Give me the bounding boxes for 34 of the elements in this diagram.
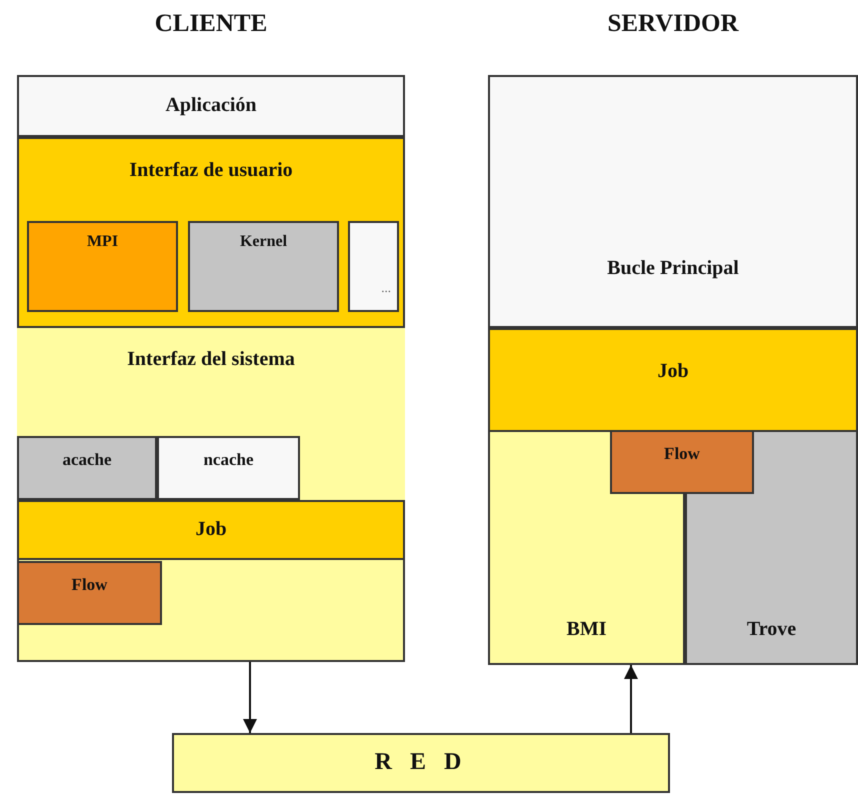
layer-box [610, 430, 754, 494]
layer-box [17, 75, 405, 137]
layer-label: Bucle Principal [607, 257, 739, 280]
layer-box [188, 221, 339, 312]
layer-box [488, 328, 858, 432]
arrow [624, 665, 638, 733]
layer-label: ... [381, 280, 391, 296]
layer-label: Job [195, 518, 227, 541]
network-box [172, 733, 670, 793]
layer-label: Trove [746, 618, 796, 641]
layer-label: Flow [72, 575, 108, 595]
layer-box [17, 561, 162, 625]
layer-box [17, 328, 405, 500]
layer-box [157, 436, 300, 500]
layer-label: Kernel [240, 233, 288, 251]
layer-box [17, 436, 157, 500]
layer-label: Interfaz de usuario [129, 159, 293, 182]
arrow [243, 662, 257, 733]
layer-label: Flow [664, 444, 700, 464]
layer-label: BMI [566, 618, 606, 641]
column-heading: CLIENTE [154, 10, 268, 38]
layer-label: Aplicación [165, 94, 257, 117]
layer-label: ncache [203, 450, 254, 470]
layer-box [27, 221, 178, 312]
layer-label: Job [657, 360, 689, 383]
layer-box [348, 221, 399, 312]
column-heading: SERVIDOR [607, 10, 739, 38]
layer-label: acache [62, 450, 112, 470]
layer-box [17, 500, 405, 560]
layer-label: MPI [86, 233, 118, 251]
layer-box [488, 75, 858, 328]
layer-label: R E D [374, 749, 468, 776]
layer-label: Interfaz del sistema [127, 348, 295, 371]
layer-box [17, 137, 405, 328]
